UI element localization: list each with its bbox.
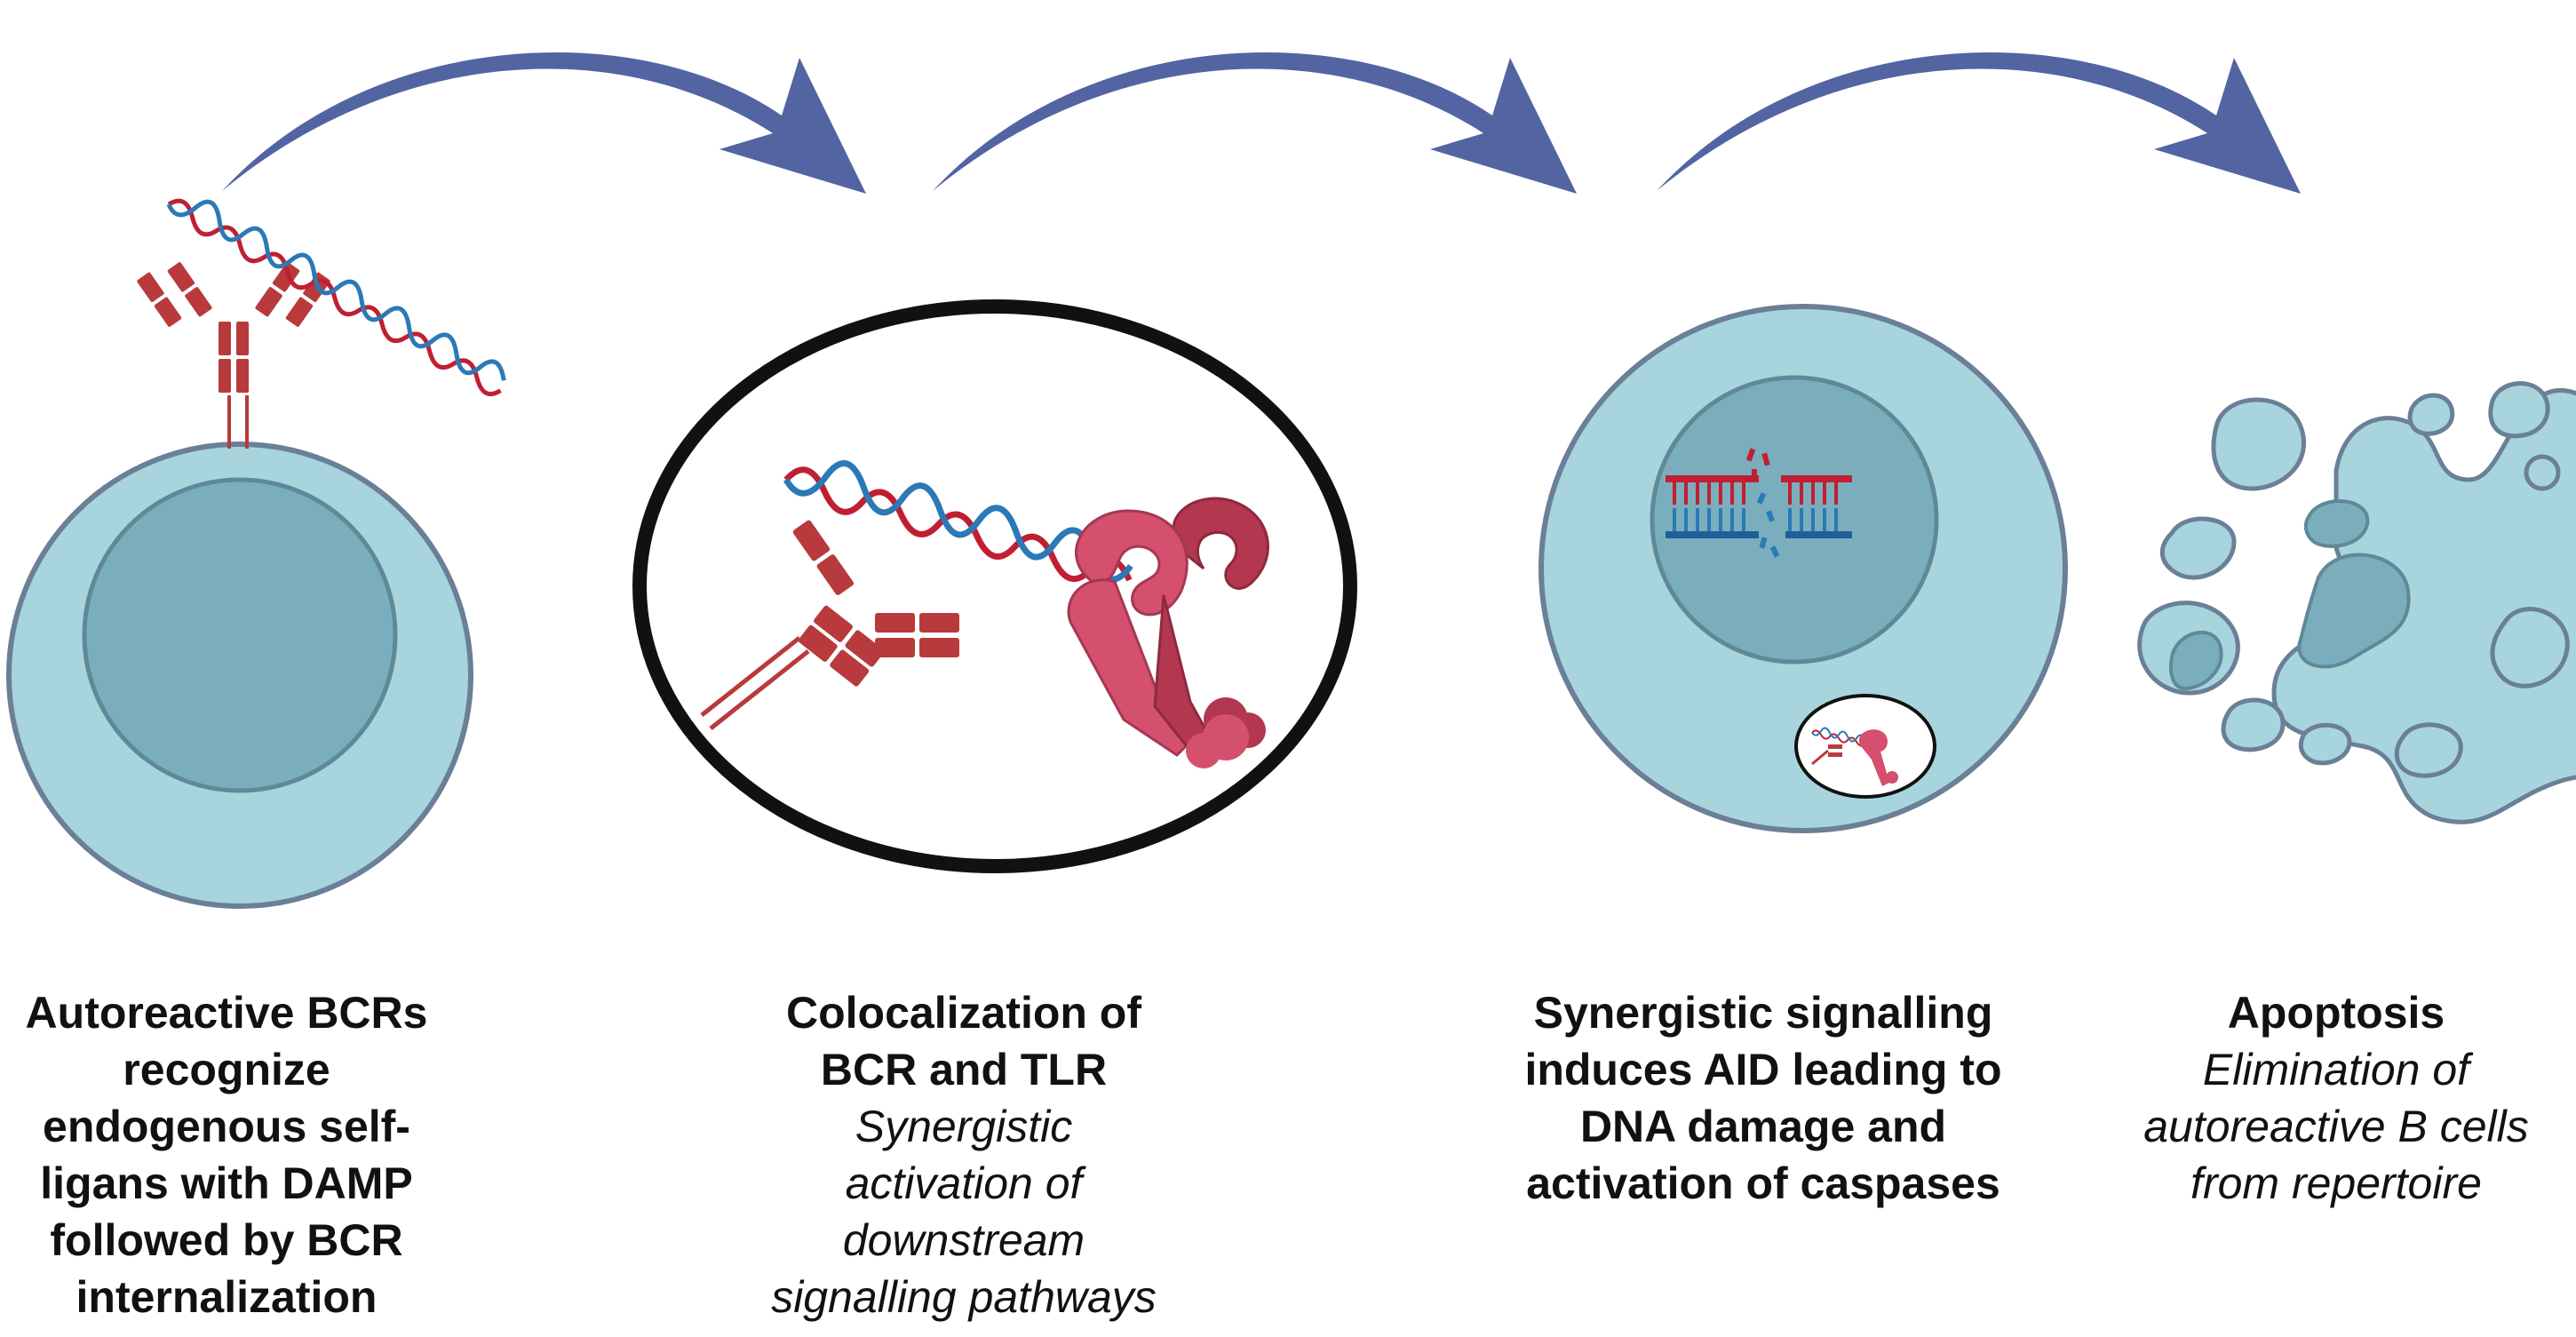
- arrow-1-icon: [222, 52, 866, 194]
- step-4-subtitle-line: from repertoire: [2190, 1158, 2482, 1208]
- dna-helix-icon: [783, 460, 1133, 583]
- b-cell-icon: [6, 442, 473, 909]
- step-1-title-line: followed by BCR: [50, 1215, 403, 1265]
- tlr-receptor-icon: [1067, 497, 1269, 768]
- step-4-subtitle-line: autoreactive B cells: [2143, 1102, 2529, 1151]
- step-1-title-line: endogenous self-: [43, 1102, 410, 1151]
- step-1-title-line: recognize: [123, 1045, 330, 1094]
- dna-helix-icon: [166, 198, 506, 396]
- apoptotic-nucleus-icon: [2168, 499, 2411, 691]
- step-4-title-line: Apoptosis: [2227, 988, 2445, 1038]
- arrow-2-icon: [933, 52, 1577, 194]
- step-2-subtitle-line: Synergistic: [855, 1102, 1073, 1151]
- step-2-title-line: Colocalization of: [786, 988, 1141, 1038]
- step-1-title-line: Autoreactive BCRs: [25, 988, 428, 1038]
- step-2-subtitle-line: activation of: [845, 1158, 1083, 1208]
- step-1-title-line: ligans with DAMP: [40, 1158, 413, 1208]
- step-3-title-line: DNA damage and: [1579, 1102, 1947, 1151]
- step-3-caption: Synergistic signalling induces AID leadi…: [1492, 984, 2034, 1212]
- b-cell-icon: [1538, 304, 2068, 833]
- step-1-title-line: internalization: [76, 1272, 378, 1322]
- step-2-title-line: BCR and TLR: [820, 1045, 1108, 1094]
- step-2-caption: Colocalization of BCR and TLR Synergisti…: [711, 984, 1217, 1325]
- antibody-icon: [136, 261, 331, 449]
- step-3-title-line: induces AID leading to: [1524, 1045, 2002, 1094]
- antibody-icon: [700, 520, 959, 730]
- arrow-3-icon: [1657, 52, 2301, 194]
- step-1-caption: Autoreactive BCRs recognize endogenous s…: [0, 984, 453, 1325]
- step-4-caption: Apoptosis Elimination of autoreactive B …: [2096, 984, 2576, 1212]
- step-3-title-line: Synergistic signalling: [1533, 988, 1993, 1038]
- step-3-title-line: activation of caspases: [1526, 1158, 2000, 1208]
- dna-damage-icon: [1666, 448, 1852, 558]
- colocalization-oval-icon: [1794, 694, 1936, 799]
- step-4-subtitle-line: Elimination of: [2202, 1045, 2470, 1094]
- step-2-subtitle-line: signalling pathways: [771, 1272, 1157, 1322]
- step-2-subtitle-line: downstream: [842, 1215, 1085, 1265]
